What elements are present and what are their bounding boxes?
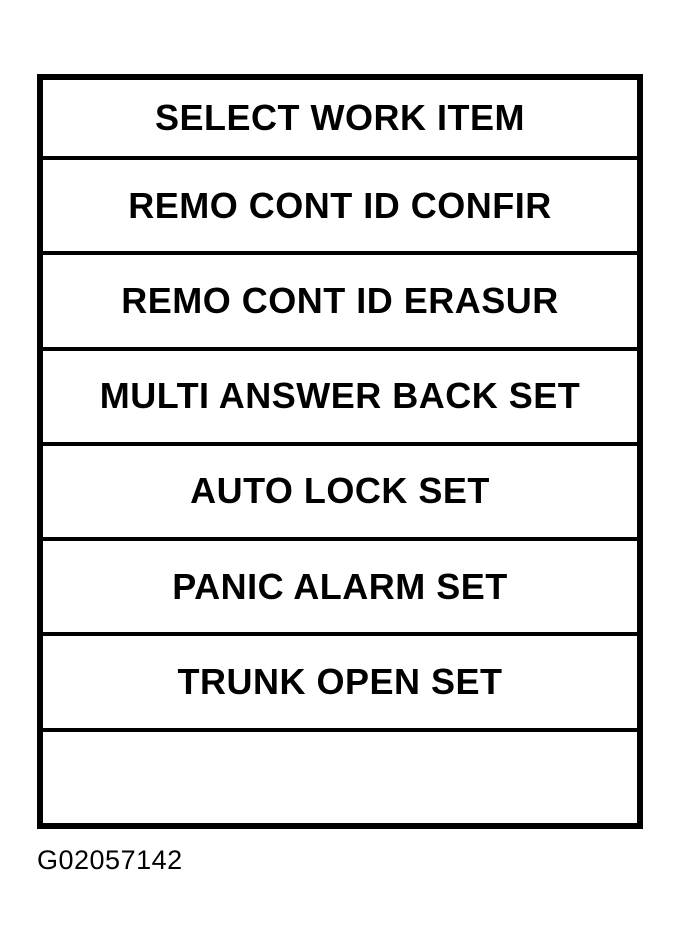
menu-header-select-work-item: SELECT WORK ITEM xyxy=(43,80,637,160)
scan-tool-menu: SELECT WORK ITEM REMO CONT ID CONFIR REM… xyxy=(37,74,643,829)
menu-item-trunk-open-set[interactable]: TRUNK OPEN SET xyxy=(43,636,637,732)
menu-item-remo-cont-id-erasur[interactable]: REMO CONT ID ERASUR xyxy=(43,255,637,351)
menu-row-empty xyxy=(43,732,637,823)
menu-item-multi-answer-back-set[interactable]: MULTI ANSWER BACK SET xyxy=(43,351,637,446)
figure-id-caption: G02057142 xyxy=(37,845,183,875)
menu-item-remo-cont-id-confir[interactable]: REMO CONT ID CONFIR xyxy=(43,160,637,256)
menu-item-panic-alarm-set[interactable]: PANIC ALARM SET xyxy=(43,541,637,637)
menu-item-auto-lock-set[interactable]: AUTO LOCK SET xyxy=(43,446,637,542)
